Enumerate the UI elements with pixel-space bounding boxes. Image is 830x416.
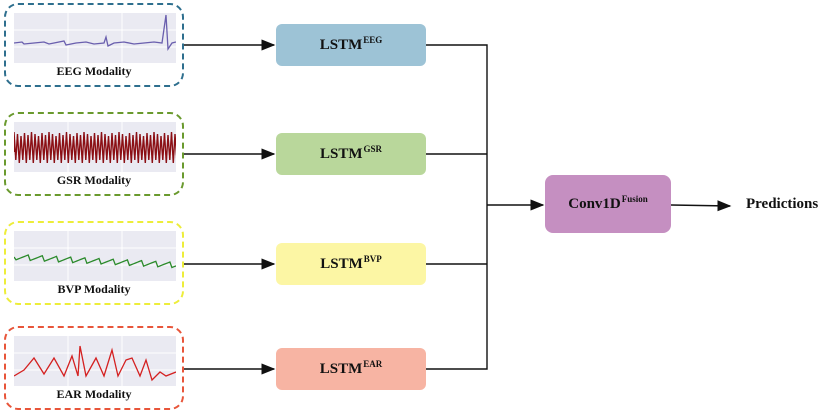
eeg-modality-box: EEG Modality	[4, 3, 184, 87]
ear-signal-plot	[14, 336, 176, 386]
bvp-signal-plot	[14, 231, 176, 281]
bvp-modality-box: BVP Modality	[4, 221, 184, 305]
lstm-ear-superscript: EAR	[363, 359, 383, 369]
eeg-modality-label: EEG Modality	[56, 64, 132, 78]
gsr-signal-plot	[14, 122, 176, 172]
lstm-eeg-superscript: EEG	[363, 35, 383, 45]
lstm-bvp-superscript: BVP	[363, 254, 382, 264]
lstm-bvp-name: LSTM	[320, 255, 363, 272]
gsr-modality-box: GSR Modality	[4, 112, 184, 196]
eeg-signal-plot	[14, 13, 176, 63]
gsr-modality-label: GSR Modality	[56, 173, 132, 187]
line-lstm-ear-out	[426, 205, 488, 370]
lstm-ear-name: LSTM	[319, 360, 363, 377]
fusion-name: Conv1D	[568, 195, 621, 212]
arrow-to-predictions	[670, 200, 732, 212]
ear-modality-label: EAR Modality	[56, 387, 132, 401]
fusion-superscript: Fusion	[621, 194, 648, 204]
lstm-gsr-name: LSTM	[319, 145, 363, 162]
ear-modality-box: EAR Modality	[4, 326, 184, 410]
line-lstm-eeg-out	[426, 44, 488, 205]
bvp-modality-label: BVP Modality	[57, 282, 131, 296]
lstm-gsr-superscript: GSR	[363, 144, 383, 154]
predictions-label: Predictions	[746, 196, 819, 212]
lstm-eeg-name: LSTM	[319, 36, 363, 53]
